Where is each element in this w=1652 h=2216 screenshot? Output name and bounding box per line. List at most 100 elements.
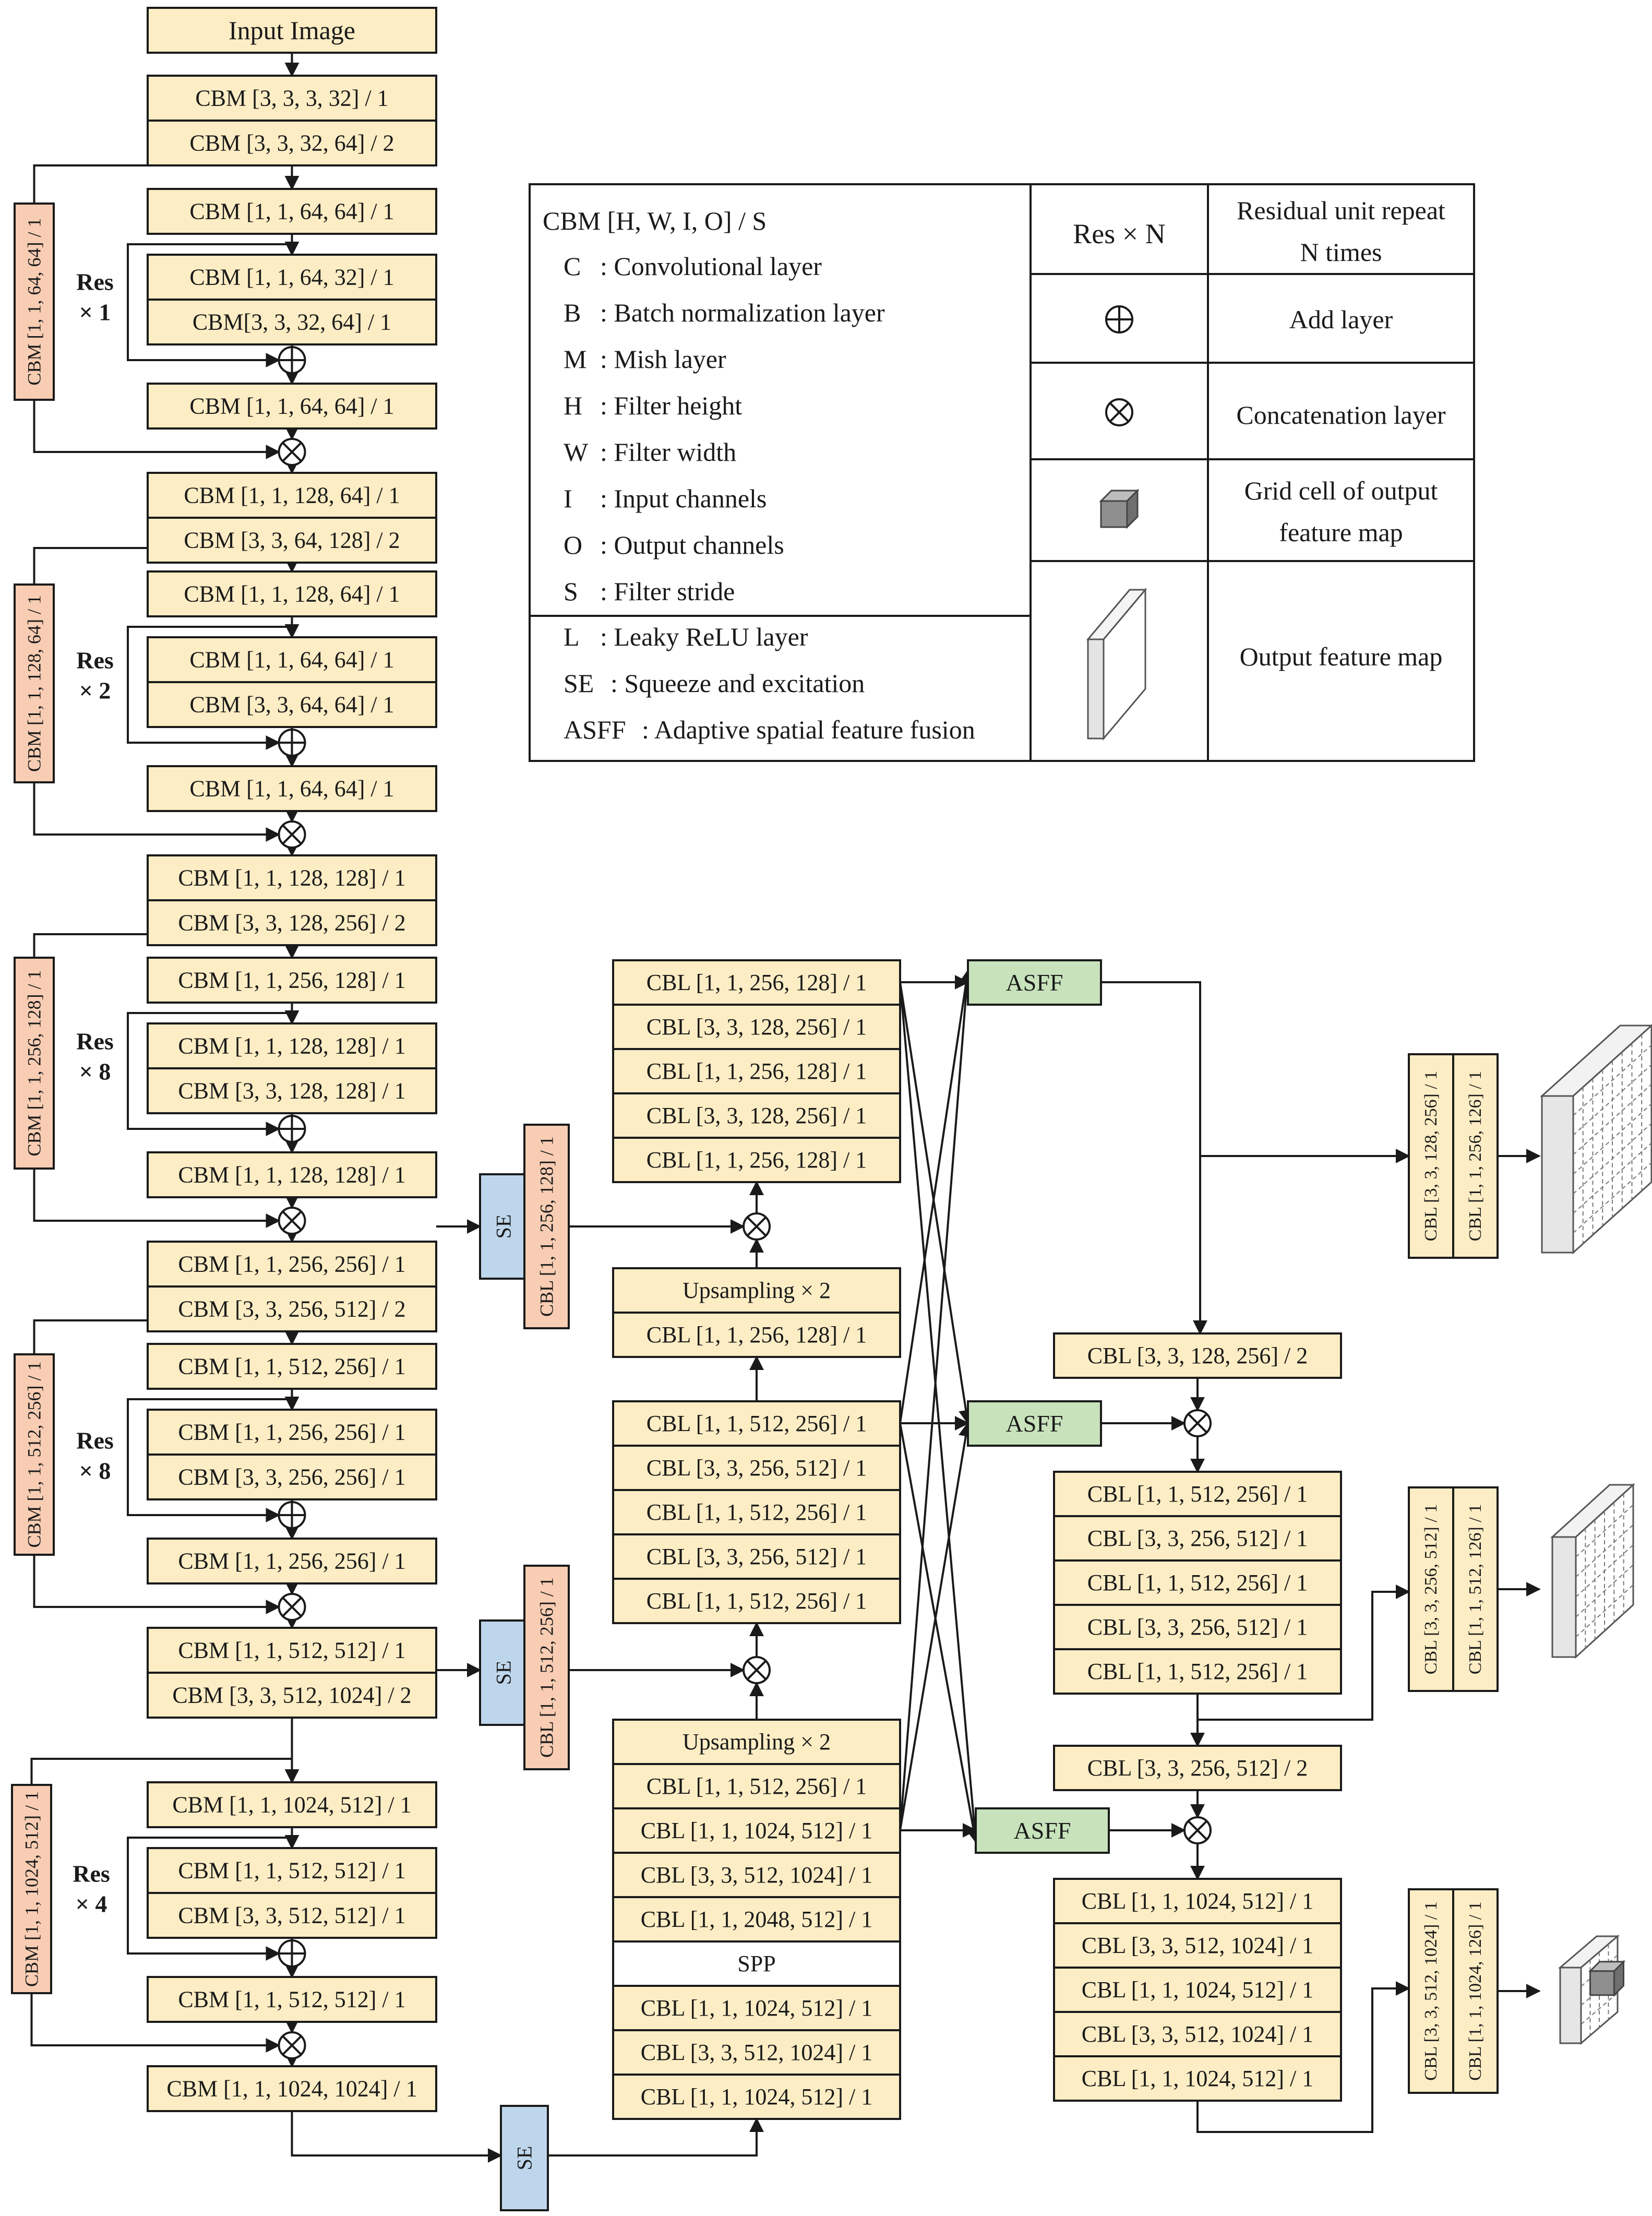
res2-pre-box bbox=[147, 570, 437, 617]
res5-unit-0-label: CBM [1, 1, 512, 512] / 1 bbox=[178, 1858, 405, 1884]
connector-line bbox=[1101, 981, 1207, 1335]
se-block-1-label: SE bbox=[492, 1214, 516, 1239]
neck-up1-1-label: CBL [1, 1, 256, 128] / 1 bbox=[647, 1322, 867, 1348]
res5-post-label: CBM [1, 1, 512, 512] / 1 bbox=[178, 1987, 405, 2012]
res4-res-label: Res bbox=[76, 1427, 114, 1454]
head-mid-3-label: CBL [3, 3, 256, 512] / 1 bbox=[1087, 1614, 1308, 1640]
res3-unit-1-label: CBM [3, 3, 128, 128] / 1 bbox=[178, 1078, 405, 1104]
feature-map-large-grid bbox=[1573, 1044, 1652, 1116]
out1-a-box bbox=[1408, 1053, 1454, 1259]
out3-a-box bbox=[1408, 1888, 1454, 2094]
connector-line bbox=[1196, 1981, 1410, 2133]
res4-unit-1-label: CBM [3, 3, 256, 256] / 1 bbox=[178, 1464, 405, 1490]
head-bottom-2-label: CBL [1, 1, 1024, 512] / 1 bbox=[1082, 1977, 1313, 2003]
res4-res-repeat: × 8 bbox=[79, 1458, 111, 1484]
legend-desc: : Output channels bbox=[600, 530, 784, 559]
legend-abbr: O bbox=[564, 530, 582, 559]
legend-desc: : Mish layer bbox=[600, 344, 726, 374]
head-bottom-1-label: CBL [3, 3, 512, 1024] / 1 bbox=[1082, 1933, 1313, 1958]
legend-res-symbol: Res × N bbox=[1073, 218, 1165, 249]
neck-mid-4-box bbox=[612, 1578, 901, 1624]
stage0-0-box bbox=[147, 75, 437, 122]
res5-unit-1-label: CBM [3, 3, 512, 512] / 1 bbox=[178, 1903, 405, 1928]
neck-bottom-0-label: CBL [1, 1, 1024, 512] / 1 bbox=[641, 1995, 872, 2021]
res2-next-0-label: CBM [1, 1, 128, 128] / 1 bbox=[178, 865, 405, 891]
neck-up2-4-label: CBL [1, 1, 2048, 512] / 1 bbox=[641, 1907, 872, 1932]
se-branch-1-box bbox=[523, 1124, 570, 1329]
head-bottom-0-box bbox=[1053, 1878, 1342, 1924]
head-bottom-4-label: CBL [1, 1, 1024, 512] / 1 bbox=[1082, 2066, 1313, 2091]
res1-next-0-box bbox=[147, 472, 437, 519]
neck-up2-2-label: CBL [1, 1, 1024, 512] / 1 bbox=[641, 1818, 872, 1843]
se-branch-2-label: CBL [1, 1, 512, 256] / 1 bbox=[536, 1577, 557, 1758]
asff-fusion-line bbox=[899, 969, 974, 1424]
neck-top-4-box bbox=[612, 1137, 901, 1183]
feature-map-large-side bbox=[1541, 1095, 1574, 1254]
out2-a-label: CBL [3, 3, 256, 512] / 1 bbox=[1421, 1504, 1441, 1674]
res4-skip-line bbox=[127, 1398, 292, 1522]
res3-unit-0-box bbox=[147, 1022, 437, 1069]
res5-post-box bbox=[147, 1976, 437, 2023]
res3-next-0-label: CBM [1, 1, 256, 256] / 1 bbox=[178, 1252, 405, 1277]
res3-res-repeat: × 8 bbox=[79, 1058, 111, 1085]
legend-desc: : Filter height bbox=[600, 391, 742, 420]
head-mid-4-label: CBL [1, 1, 512, 256] / 1 bbox=[1087, 1659, 1308, 1684]
legend-abbr: I bbox=[564, 484, 572, 513]
res1-concat-icon-cross bbox=[282, 442, 302, 462]
res5-side-line bbox=[30, 1993, 281, 2053]
legend-concat-desc: Concatenation layer bbox=[1236, 400, 1446, 430]
res2-next-1-box bbox=[147, 899, 437, 946]
res4-unit-0-box bbox=[147, 1409, 437, 1456]
legend-abbr: M bbox=[564, 344, 586, 374]
res3-next-1-box bbox=[147, 1285, 437, 1332]
legend-grid-cell-icon bbox=[1100, 500, 1128, 528]
asff-1-box bbox=[967, 959, 1102, 1006]
asff-fusion-line bbox=[899, 1423, 981, 1843]
asff-fusion-line bbox=[899, 969, 974, 1831]
legend-desc: : Adaptive spatial feature fusion bbox=[642, 715, 975, 744]
res1-pre-label: CBM [1, 1, 64, 64] / 1 bbox=[189, 199, 394, 224]
asff-fusion-line bbox=[899, 982, 982, 1843]
res1-side-box bbox=[14, 202, 55, 401]
res5-side-box bbox=[11, 1784, 52, 1994]
neck-bottom-2-box bbox=[612, 2074, 901, 2120]
legend-desc: : Filter stride bbox=[600, 577, 735, 606]
se-block-3-label: SE bbox=[513, 2146, 536, 2171]
res3-unit-1-box bbox=[147, 1067, 437, 1114]
neck-up2-3-label: CBL [3, 3, 512, 1024] / 1 bbox=[641, 1862, 872, 1888]
res4-pre-box bbox=[147, 1343, 437, 1390]
res4-next-0-label: CBM [1, 1, 512, 512] / 1 bbox=[178, 1638, 405, 1663]
head-mid-0-label: CBL [1, 1, 512, 256] / 1 bbox=[1087, 1481, 1308, 1507]
feature-map-small-side bbox=[1559, 1967, 1582, 2044]
neck-up1-1-box bbox=[612, 1312, 901, 1358]
feature-map-large-grid bbox=[1573, 1162, 1652, 1234]
legend-abbr: L bbox=[564, 622, 580, 651]
neck-up2-1-box bbox=[612, 1763, 901, 1809]
res4-unit-1-box bbox=[147, 1453, 437, 1500]
legend-abbr: B bbox=[564, 298, 581, 327]
head-down2-label: CBL [3, 3, 256, 512] / 2 bbox=[1087, 1755, 1308, 1781]
legend-desc: : Batch normalization layer bbox=[600, 298, 885, 327]
feature-map-medium-grid bbox=[1575, 1564, 1634, 1618]
neck-mid-2-label: CBL [1, 1, 512, 256] / 1 bbox=[647, 1499, 867, 1525]
res5-skip-line bbox=[127, 1837, 292, 1961]
res4-unit-0-label: CBM [1, 1, 256, 256] / 1 bbox=[178, 1420, 405, 1445]
res3-side-label: CBM [1, 1, 256, 128] / 1 bbox=[24, 970, 45, 1156]
neck-top-0-label: CBL [1, 1, 256, 128] / 1 bbox=[647, 970, 867, 995]
res3-pre-label: CBM [1, 1, 256, 128] / 1 bbox=[178, 968, 405, 993]
res5-pre-label: CBM [1, 1, 1024, 512] / 1 bbox=[172, 1792, 411, 1818]
neck-top-1-box bbox=[612, 1004, 901, 1050]
neck-up1-0-box bbox=[612, 1267, 901, 1314]
res3-res-label: Res bbox=[76, 1028, 114, 1055]
res3-next-1-label: CBM [3, 3, 256, 512] / 2 bbox=[178, 1296, 405, 1322]
stage0-1-box bbox=[147, 120, 437, 166]
res1-res-label: Res bbox=[76, 269, 114, 295]
res1-res-repeat: × 1 bbox=[79, 299, 111, 326]
feature-map-medium-side bbox=[1551, 1536, 1577, 1658]
res1-side-label: CBM [1, 1, 64, 64] / 1 bbox=[24, 218, 45, 385]
res4-post-box bbox=[147, 1538, 437, 1584]
legend-abbr: W bbox=[564, 437, 589, 467]
res2-res-label: Res bbox=[76, 647, 114, 674]
legend-desc: : Leaky ReLU layer bbox=[600, 622, 808, 651]
